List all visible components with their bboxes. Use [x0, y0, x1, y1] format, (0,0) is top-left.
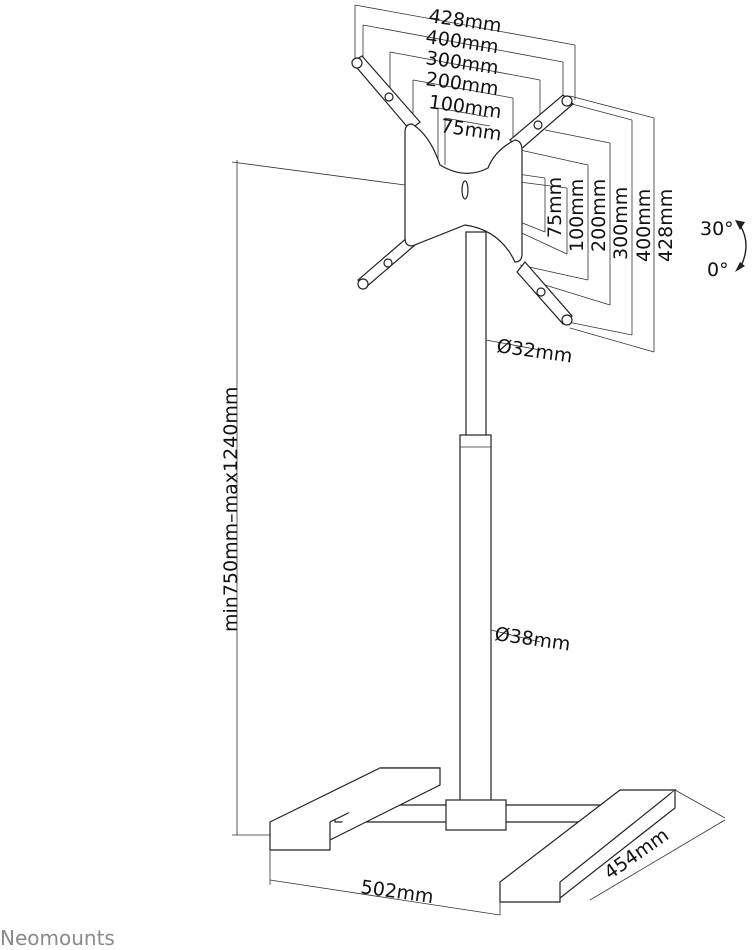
dim-side-75: 75mm [544, 177, 566, 238]
height-dimension-lines [231, 160, 726, 916]
top-dimension-lines [354, 4, 576, 165]
tilt-arrowhead-icon [735, 262, 745, 272]
stand-base [269, 767, 677, 903]
base-width-label: 502mm [359, 876, 435, 908]
dim-side-300: 300mm [610, 187, 632, 260]
plate-slot [461, 180, 469, 200]
tilt-max-label: 30° [700, 218, 734, 240]
tilt-min-label: 0° [707, 259, 729, 281]
dim-side-200: 200mm [588, 179, 610, 252]
upper-pole-diameter: Ø32mm [495, 335, 573, 367]
vesa-arms [351, 55, 574, 326]
height-range-label: min750mm–max1240mm [220, 387, 242, 632]
lower-pole-diameter: Ø38mm [493, 623, 571, 655]
stand-pole [459, 231, 492, 806]
tilt-arrow-icon [739, 224, 747, 269]
dim-side-400: 400mm [633, 189, 655, 262]
dim-side-428: 428mm [655, 189, 677, 262]
tilt-arrowhead-icon [735, 220, 745, 230]
brand-logo: Neomounts [0, 926, 115, 950]
dim-side-100: 100mm [566, 179, 588, 252]
